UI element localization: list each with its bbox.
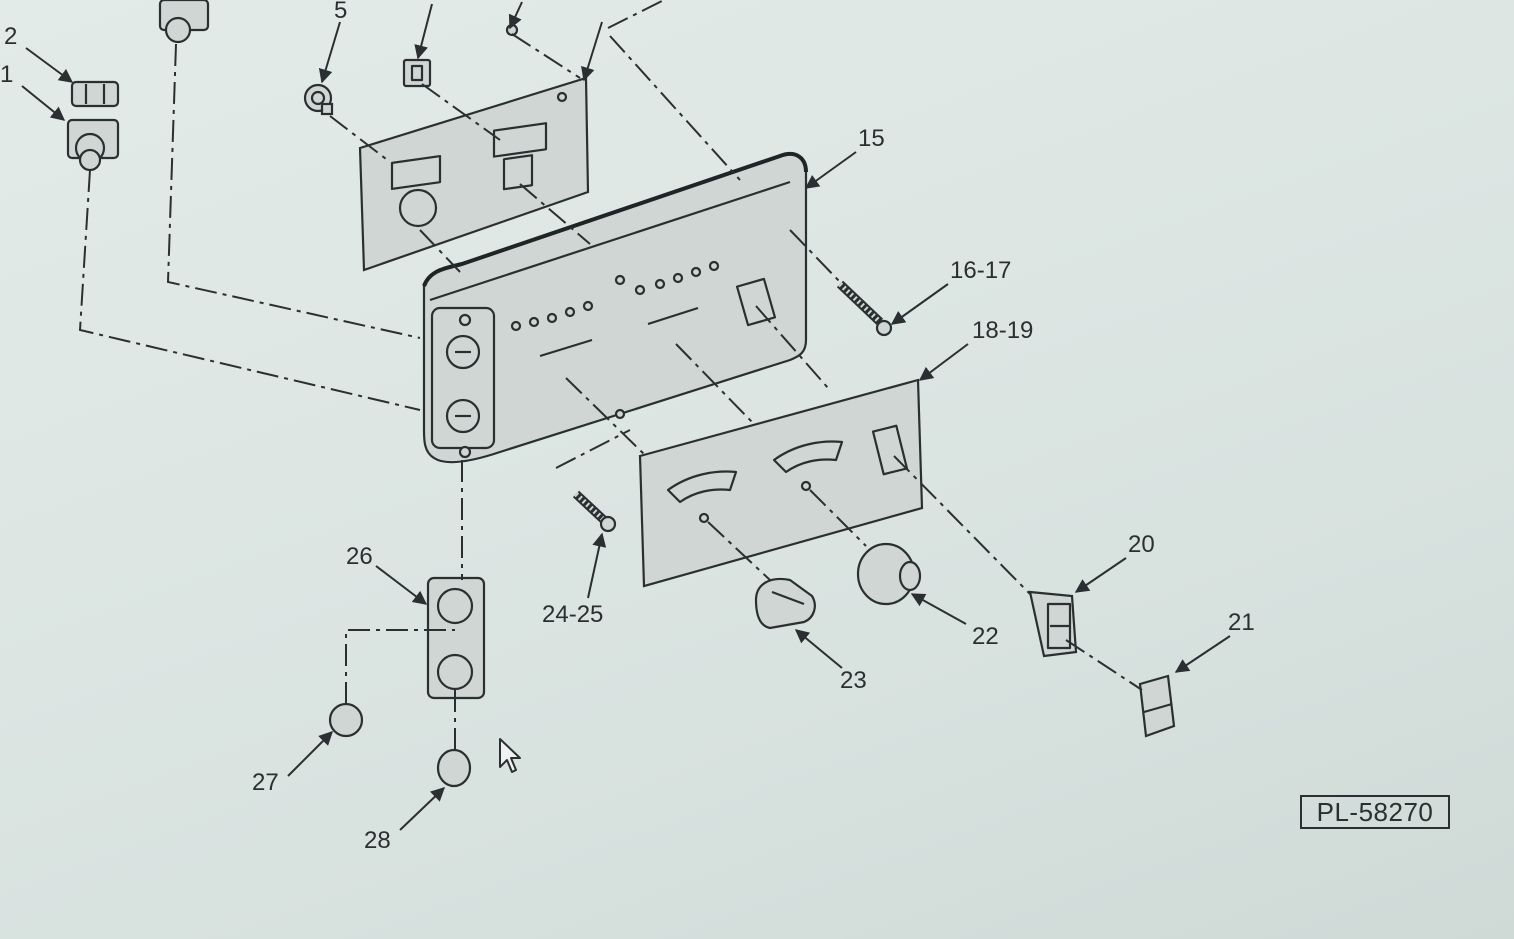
callout-22: 22: [972, 623, 999, 650]
part-21-switch-cap: [1138, 674, 1176, 738]
part-27-lens: [328, 702, 364, 738]
callout-28: 28: [364, 827, 391, 854]
callout-15: 15: [858, 125, 885, 152]
part-23-knob: [754, 577, 816, 630]
mouse-pointer-icon: [499, 738, 521, 773]
part-15-panel-housing: [422, 152, 808, 464]
callout-leaders: [21, 1, 1231, 831]
callout-26: 26: [346, 543, 373, 570]
part-screw-top: [505, 23, 519, 37]
part-26-lens-bracket: [426, 576, 486, 700]
panel-indicator-holes: [510, 260, 720, 332]
callout-23: 23: [840, 667, 867, 694]
callout-2: 2: [4, 23, 17, 50]
callout-18-19: 18-19: [972, 317, 1033, 344]
part-top-knob: [158, 0, 210, 44]
part-toggle-switch: [402, 58, 432, 88]
callout-24-25: 24-25: [542, 601, 603, 628]
part-24-25-screw: [572, 490, 617, 533]
callout-27: 27: [252, 769, 279, 796]
figure-reference-label: PL-58270: [1300, 795, 1450, 829]
part-5-knob: [303, 83, 334, 116]
part-back-plate: [358, 76, 590, 272]
callout-1: 1: [0, 61, 13, 88]
callout-21: 21: [1228, 609, 1255, 636]
part-28-lens: [436, 748, 472, 788]
callout-5: 5: [334, 0, 347, 24]
part-2-lamp-lens: [70, 80, 120, 108]
part-22-knob: [856, 542, 922, 606]
callout-20: 20: [1128, 531, 1155, 558]
part-20-rocker-switch: [1028, 590, 1078, 658]
callout-16-17: 16-17: [950, 257, 1011, 284]
part-16-17-screw: [836, 280, 893, 337]
assembly-lines: [78, 0, 1143, 750]
part-18-19-face-plate: [638, 378, 924, 588]
part-1-lamp-housing: [66, 118, 120, 172]
